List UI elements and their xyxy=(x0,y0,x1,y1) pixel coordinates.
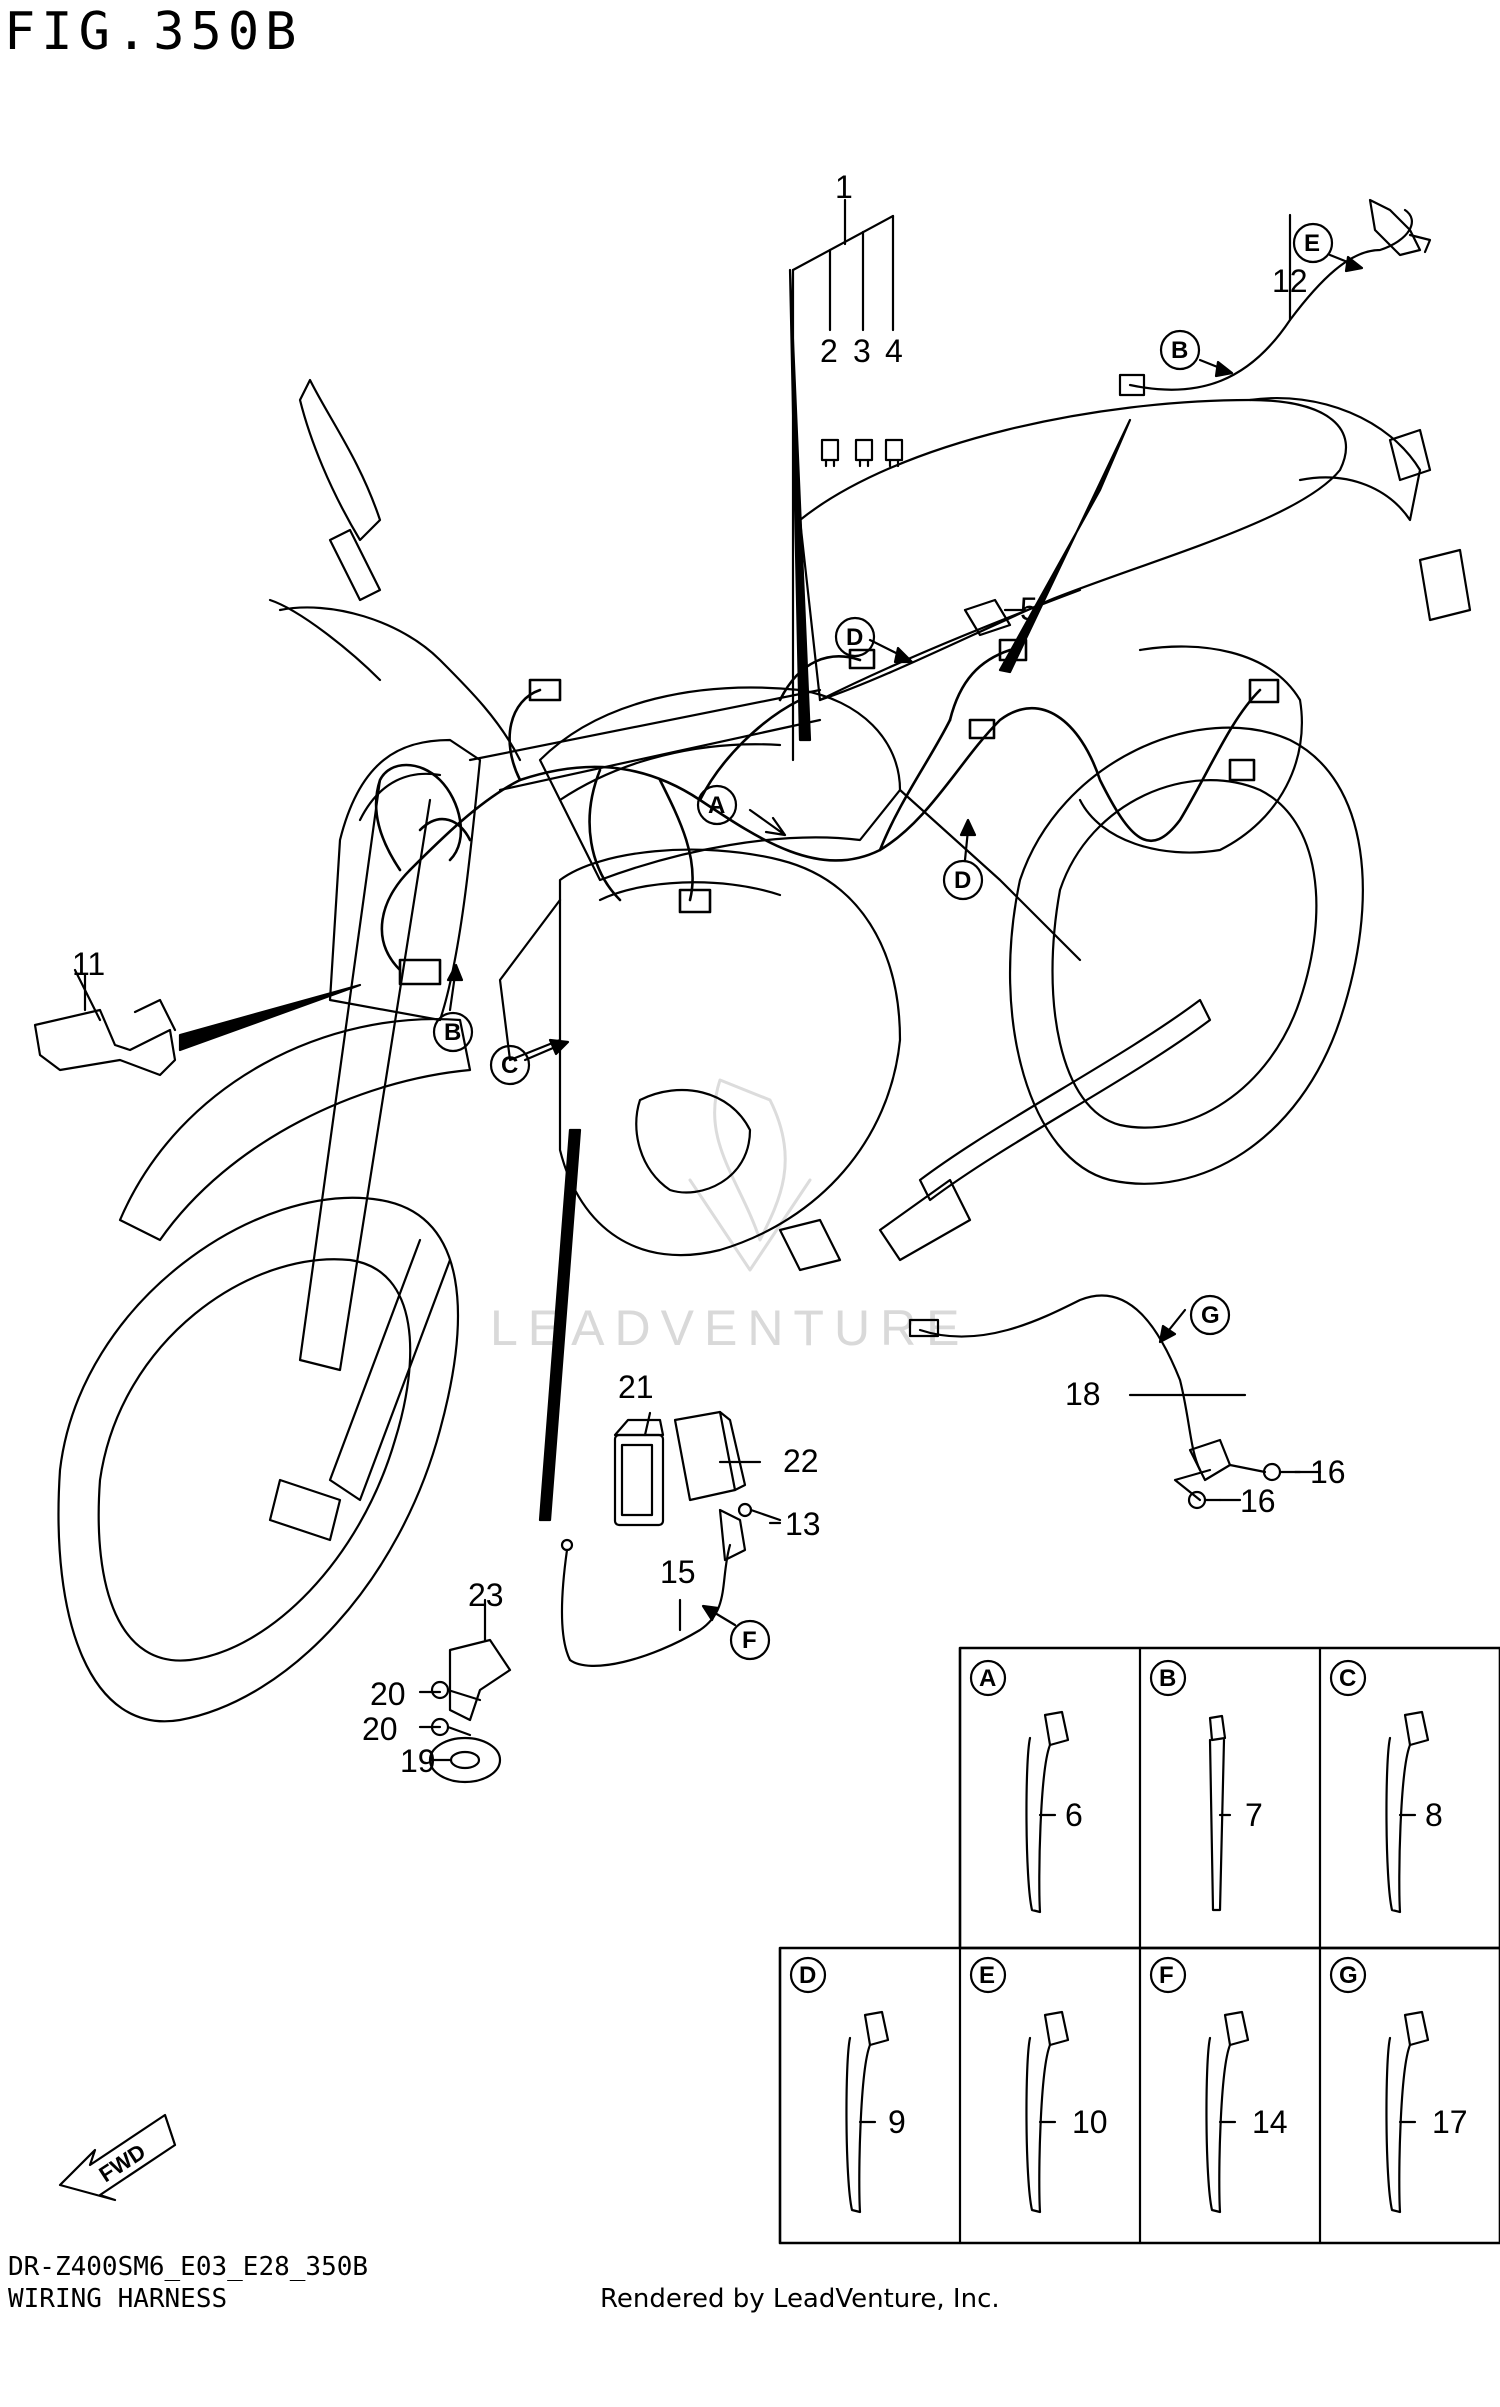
bolt-16-icons xyxy=(1173,1462,1302,1510)
callout-letters: A B C D D B E G F xyxy=(444,230,1320,1654)
part-label-20b: 20 xyxy=(362,1711,398,1747)
part-label-13: 13 xyxy=(785,1506,821,1542)
part-label-16b: 16 xyxy=(1240,1483,1276,1519)
watermark xyxy=(688,1078,812,1272)
leader-wedge-2 xyxy=(178,983,362,1052)
clamp-letter-e: E xyxy=(979,1962,995,1989)
clamp-letter-d: D xyxy=(799,1962,816,1989)
leader-wedge-3 xyxy=(998,418,1132,674)
clamp-part-8: 8 xyxy=(1425,1797,1443,1833)
part-1-bracket xyxy=(791,198,895,762)
callout-letter-b2: B xyxy=(1171,337,1188,364)
clamp-part-14: 14 xyxy=(1252,2104,1288,2140)
part-label-21: 21 xyxy=(618,1369,654,1405)
clamp-letter-g: G xyxy=(1339,1962,1358,1989)
part-label-18: 18 xyxy=(1065,1376,1101,1412)
part-15-wire xyxy=(560,1502,782,1667)
clamp-grid xyxy=(778,1646,1500,2245)
clamp-letter-f: F xyxy=(1159,1962,1174,1989)
part-label-19: 19 xyxy=(400,1743,436,1779)
part-label-2: 2 xyxy=(820,333,838,369)
part-label-23: 23 xyxy=(468,1577,504,1613)
part-label-16a: 16 xyxy=(1310,1454,1346,1490)
clamp-letter-b: B xyxy=(1159,1665,1176,1692)
part-label-12: 12 xyxy=(1272,263,1308,299)
part-label-20a: 20 xyxy=(370,1676,406,1712)
clamp-part-6: 6 xyxy=(1065,1797,1083,1833)
part-label-22: 22 xyxy=(783,1443,819,1479)
callout-letter-f: F xyxy=(742,1627,757,1654)
part-label-15: 15 xyxy=(660,1554,696,1590)
figure-title: FIG.350B xyxy=(4,2,303,62)
callout-letter-g: G xyxy=(1201,1302,1220,1329)
clamp-part-17: 17 xyxy=(1432,2104,1468,2140)
part-leaders xyxy=(83,608,1322,1762)
part-number-labels: 1 2 3 4 5 11 12 13 15 16 16 18 19 20 20 … xyxy=(72,169,1346,1779)
part-label-1: 1 xyxy=(835,169,853,205)
fwd-arrow-icon xyxy=(58,2113,177,2202)
callout-arrows xyxy=(446,253,1364,1627)
leader-wedge-1 xyxy=(788,268,812,742)
part-11-sensor-icon xyxy=(33,968,177,1077)
main-harness xyxy=(374,638,1280,986)
clamp-grid-labels: A 6 B 7 C 8 D 9 E 10 F 14 G 17 xyxy=(799,1665,1468,2140)
diagram-name: WIRING HARNESS xyxy=(8,2284,228,2314)
clamp-part-10: 10 xyxy=(1072,2104,1108,2140)
part-label-4: 4 xyxy=(885,333,903,369)
clamp-part-9: 9 xyxy=(888,2104,906,2140)
credit-line: Rendered by LeadVenture, Inc. xyxy=(600,2284,1000,2314)
callout-letter-c: C xyxy=(501,1052,518,1079)
callout-letter-e: E xyxy=(1304,230,1320,257)
watermark-text: LEADVENTURE xyxy=(490,1300,970,1356)
cable-tie-icons xyxy=(845,1710,1430,2214)
clamp-letter-c: C xyxy=(1339,1665,1356,1692)
clamp-part-7: 7 xyxy=(1245,1797,1263,1833)
part-5-relay-icon xyxy=(963,598,1012,637)
horn-assembly-icon xyxy=(428,1598,512,1784)
callout-letter-d2: D xyxy=(954,867,971,894)
callout-letter-b: B xyxy=(444,1019,461,1046)
part-12-wire xyxy=(1118,198,1432,397)
leader-wedge-4 xyxy=(538,1128,582,1522)
part-label-5: 5 xyxy=(1020,591,1038,627)
part-21-module-icon xyxy=(613,1418,665,1527)
part-label-11: 11 xyxy=(72,946,105,982)
fuse-icons xyxy=(820,438,904,468)
callout-letter-d1: D xyxy=(846,624,863,651)
clamp-letter-a: A xyxy=(979,1665,996,1692)
part-22-module-icon xyxy=(673,1410,747,1502)
diagram-code: DR-Z400SM6_E03_E28_350B xyxy=(8,2252,369,2282)
part-label-3: 3 xyxy=(853,333,871,369)
callout-circles xyxy=(432,222,1334,1661)
motorcycle-outline xyxy=(57,378,1472,1723)
callout-letter-a: A xyxy=(708,792,725,819)
